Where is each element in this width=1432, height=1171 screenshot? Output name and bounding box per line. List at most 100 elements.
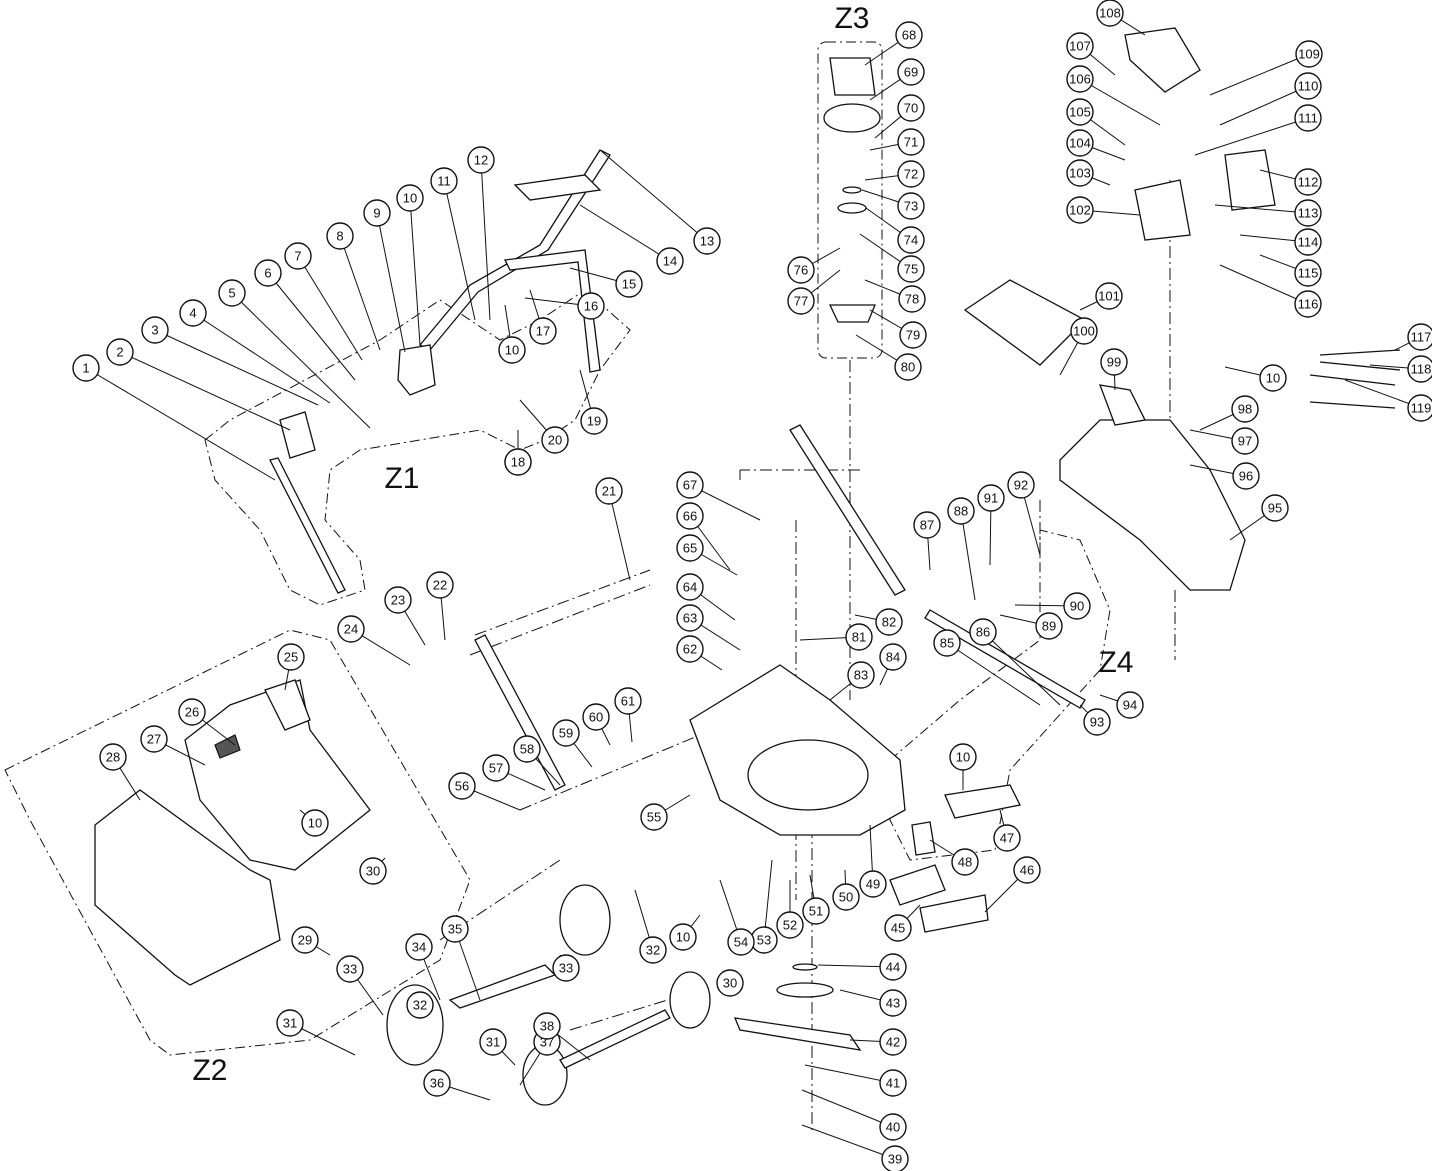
callout-55-circle — [640, 803, 668, 831]
callout-6-number: 6 — [264, 266, 271, 281]
callout-20-circle — [541, 426, 569, 454]
callout-102: 102 — [1066, 196, 1094, 224]
parts — [94, 27, 1401, 1106]
callout-36-number: 36 — [430, 1076, 444, 1091]
lower-handle — [269, 457, 346, 594]
callout-102-circle — [1066, 196, 1094, 224]
callout-67-number: 67 — [683, 478, 697, 493]
callout-5: 5 — [218, 279, 246, 307]
callout-99-number: 99 — [1107, 355, 1121, 370]
switch-box-cover — [279, 411, 316, 459]
bearing-73 — [837, 202, 867, 214]
cable-119 — [1309, 401, 1396, 409]
callout-extra-10-1-circle — [1259, 364, 1287, 392]
callout-41-circle — [879, 1069, 907, 1097]
callout-110-number: 110 — [1298, 79, 1319, 94]
callout-70-circle — [897, 94, 925, 122]
grass-box-lid — [264, 679, 311, 731]
callout-38: 38 — [533, 1012, 561, 1040]
callout-75-number: 75 — [904, 262, 918, 277]
callout-41-leader — [804, 1064, 894, 1084]
callout-1-leader — [85, 367, 276, 481]
callout-5-leader — [231, 292, 371, 429]
callout-4-number: 4 — [189, 306, 196, 321]
callout-3-circle — [141, 316, 169, 344]
callout-43: 43 — [879, 989, 907, 1017]
callout-80: 80 — [894, 353, 922, 381]
callout-5-circle — [218, 279, 246, 307]
callout-14: 14 — [656, 247, 684, 275]
callout-extra-18-5: 18 — [504, 448, 532, 476]
callout-24: 24 — [337, 615, 365, 643]
callout-28: 28 — [99, 743, 127, 771]
callout-89: 89 — [1035, 612, 1063, 640]
callout-40-number: 40 — [886, 1120, 900, 1135]
cable-116 — [1319, 349, 1401, 356]
callout-60-number: 60 — [589, 710, 603, 725]
callout-32: 32 — [639, 936, 667, 964]
callout-46-circle — [1013, 856, 1041, 884]
callout-74-circle — [897, 226, 925, 254]
callout-4: 4 — [179, 299, 207, 327]
callout-67: 67 — [676, 471, 704, 499]
grass-indicator — [214, 734, 241, 759]
callout-86-leader — [982, 631, 1061, 706]
callout-96-circle — [1232, 462, 1260, 490]
callout-52-number: 52 — [783, 918, 797, 933]
callout-66: 66 — [676, 502, 704, 530]
callout-53-number: 53 — [757, 933, 771, 948]
callout-85-number: 85 — [940, 636, 954, 651]
callout-10-leader — [409, 197, 421, 346]
control-panel-107 — [1124, 27, 1201, 93]
callout-13-circle — [693, 227, 721, 255]
callout-60: 60 — [582, 703, 610, 731]
callout-65-number: 65 — [683, 541, 697, 556]
height-lever — [789, 424, 906, 596]
callout-33-circle — [336, 955, 364, 983]
callout-23-number: 23 — [391, 593, 405, 608]
callout-103-number: 103 — [1069, 166, 1091, 181]
callout-54-circle — [727, 928, 755, 956]
callout-69: 69 — [897, 58, 925, 86]
callout-112-number: 112 — [1298, 175, 1319, 190]
callout-41: 41 — [879, 1069, 907, 1097]
callout-85-circle — [933, 629, 961, 657]
callout-92-number: 92 — [1014, 478, 1028, 493]
callout-15: 15 — [615, 270, 643, 298]
zone-label-z2: Z2 — [192, 1054, 227, 1087]
callout-11-leader — [443, 180, 476, 321]
front-axle — [559, 1009, 671, 1069]
callout-extra-30-6-number: 30 — [723, 976, 737, 991]
callout-34: 34 — [405, 933, 433, 961]
callout-10-number: 10 — [403, 191, 417, 206]
callout-36: 36 — [423, 1069, 451, 1097]
callout-72-circle — [897, 160, 925, 188]
callout-45: 45 — [884, 914, 912, 942]
zone-z4-outline — [889, 529, 1111, 861]
callout-95-number: 95 — [1268, 501, 1282, 516]
callout-105-number: 105 — [1069, 105, 1091, 120]
callout-44-circle — [879, 953, 907, 981]
callout-84-circle — [879, 643, 907, 671]
callout-86-circle — [969, 618, 997, 646]
callout-extra-10-3-number: 10 — [676, 930, 690, 945]
callout-39: 39 — [881, 1145, 909, 1171]
callout-50-number: 50 — [839, 890, 853, 905]
callout-103-circle — [1066, 159, 1094, 187]
callout-9-number: 9 — [373, 206, 380, 221]
callout-29-circle — [291, 926, 319, 954]
callout-45-number: 45 — [891, 921, 905, 936]
callout-77-circle — [787, 287, 815, 315]
callout-extra-10-4-circle — [949, 743, 977, 771]
callout-114-number: 114 — [1298, 235, 1319, 250]
callout-40-leader — [801, 1089, 894, 1128]
callout-49-circle — [859, 870, 887, 898]
callout-90-number: 90 — [1070, 599, 1084, 614]
callout-57-number: 57 — [489, 761, 503, 776]
callout-88-circle — [947, 497, 975, 525]
callout-73-number: 73 — [904, 199, 918, 214]
top-cover — [1059, 419, 1246, 591]
callout-77: 77 — [787, 287, 815, 315]
callout-42: 42 — [879, 1028, 907, 1056]
callout-44: 44 — [879, 953, 907, 981]
